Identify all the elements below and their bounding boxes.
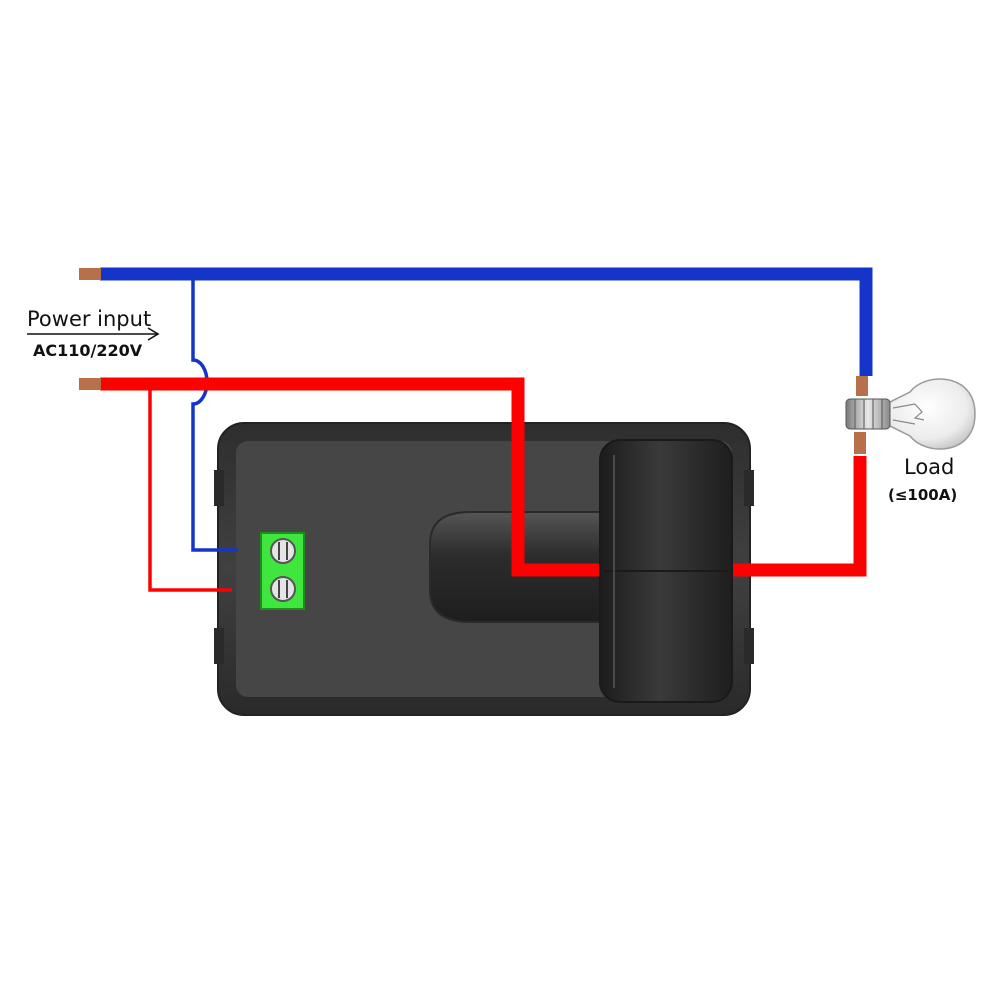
live-to-load — [730, 456, 867, 577]
bulb-filament — [892, 403, 925, 425]
terminal-screw-top — [270, 538, 296, 564]
right-clip-top — [744, 470, 754, 506]
live-main-run — [100, 377, 604, 577]
power-input-label: Power input — [27, 307, 151, 331]
live-branch — [148, 390, 232, 592]
left-clip-bottom — [214, 628, 224, 664]
load-rating-label: (≤100A) — [888, 486, 957, 504]
light-bulb-icon — [845, 378, 976, 450]
right-clip-bottom — [744, 628, 754, 664]
bulb-live-tip — [854, 432, 866, 454]
load-label: Load — [904, 455, 954, 479]
terminal-block-icon — [260, 532, 305, 610]
live-wire — [100, 377, 867, 592]
neutral-wire-tip — [79, 268, 101, 280]
terminal-screw-bottom — [270, 576, 296, 602]
arrow-right-icon — [27, 327, 160, 341]
neutral-main-run — [100, 267, 873, 376]
live-wire-tip — [79, 378, 101, 390]
bulb-base — [845, 398, 891, 430]
voltage-label: AC110/220V — [33, 341, 143, 360]
bulb-glass — [887, 378, 976, 450]
current-transformer-coil-icon — [599, 439, 733, 703]
left-clip-top — [214, 470, 224, 506]
bulb-neutral-tip — [856, 376, 868, 396]
